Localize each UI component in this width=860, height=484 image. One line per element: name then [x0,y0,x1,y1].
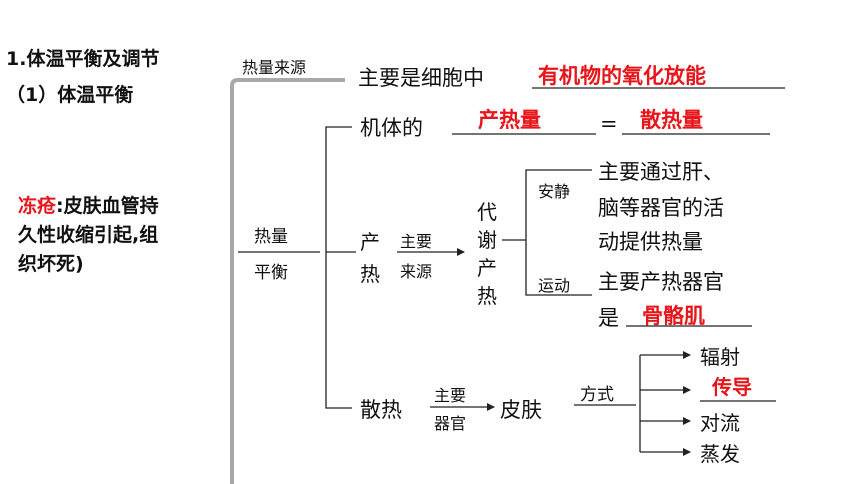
production-label-bottom: 热 [360,262,380,286]
heat-source-text: 主要是细胞中 [358,66,484,90]
frostbite-desc-2: 久性收缩引起,组 [18,224,159,246]
balance-label-top: 热量 [254,227,288,247]
rest-exercise-bracket [525,169,592,296]
frostbite-desc-3: 织坏死) [18,253,84,275]
exercise-label: 运动 [538,276,571,295]
main-source-bottom: 来源 [400,262,433,281]
balance-label-bottom: 平衡 [254,263,288,283]
dissipation-label: 散热 [360,398,402,422]
frostbite-label: 冻疮 [18,195,57,217]
heat-source-label: 热量来源 [242,58,307,77]
skin-text: 皮肤 [500,398,542,422]
subsection-title: （1）体温平衡 [6,84,134,106]
rest-text-2: 脑等器官的活 [598,196,724,220]
heat-dissipation-answer: 散热量 [640,108,703,132]
main-organ-bottom: 器官 [434,414,467,433]
method-convection: 对流 [700,411,740,435]
heat-source-answer: 有机物的氧化放能 [538,64,706,88]
method-radiation: 辐射 [700,345,740,369]
body-text: 机体的 [360,116,423,140]
exercise-text-1: 主要产热器官 [598,270,724,294]
main-bracket [230,78,345,484]
frostbite-desc-1: :皮肤血管持 [56,195,159,217]
balance-bracket [325,126,352,409]
heat-production-answer: 产热量 [478,108,541,132]
main-source-top: 主要 [400,232,433,251]
rest-label: 安静 [538,182,571,201]
exercise-text-2: 是 [598,306,619,330]
metabolic-heat: 代谢产热 [477,200,497,308]
production-label-top: 产 [360,230,380,254]
method-evaporation: 蒸发 [700,442,740,466]
rest-text-1: 主要通过肝、 [598,160,724,184]
rest-text-3: 动提供热量 [598,230,703,254]
equals-sign: = [600,112,618,136]
skeletal-muscle-answer: 骨骼肌 [642,304,705,328]
main-organ-top: 主要 [434,386,467,405]
method-label: 方式 [580,385,614,405]
frostbite-note: 冻疮:皮肤血管持 久性收缩引起,组 织坏死) [18,192,159,279]
section-title: 1.体温平衡及调节 [6,48,160,70]
method-conduction: 传导 [712,375,752,399]
